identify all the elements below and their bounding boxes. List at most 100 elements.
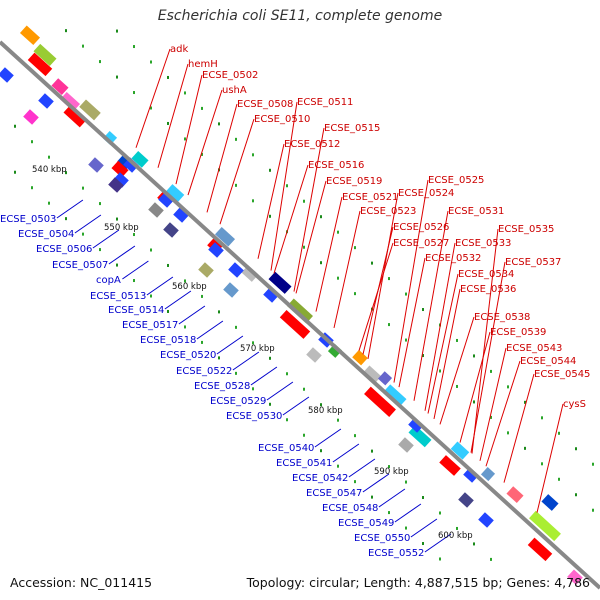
outer-leader-line: [206, 103, 238, 213]
gc-dot: [541, 416, 543, 420]
gc-dot: [31, 186, 33, 190]
gc-dot: [235, 137, 237, 141]
gc-dot: [303, 387, 305, 391]
gc-dot: [48, 155, 50, 159]
gc-dot: [116, 217, 118, 221]
gc-dot: [524, 446, 526, 450]
gene-feature: [450, 441, 470, 460]
gc-dot: [354, 292, 356, 296]
gene-feature: [163, 222, 179, 238]
inner-leader-line: [108, 245, 136, 265]
inner-leader-line: [332, 443, 360, 463]
inner-gene-label: ECSE_0547: [306, 488, 362, 499]
tick-label: 590 kbp: [374, 467, 409, 477]
inner-gene-label: ECSE_0520: [160, 350, 216, 361]
inner-gene-label: ECSE_0507: [52, 260, 108, 271]
inner-leader-line: [164, 290, 192, 310]
outer-leader-line: [459, 331, 491, 443]
gc-dot: [490, 557, 492, 561]
gc-dot: [201, 106, 203, 110]
outer-gene-label: ECSE_0502: [202, 70, 258, 81]
gene-feature: [287, 298, 313, 324]
gene-feature: [377, 371, 393, 386]
gc-dot: [303, 199, 305, 203]
gc-dot: [133, 91, 135, 95]
outer-gene-label: ECSE_0536: [460, 284, 516, 295]
gc-dot: [388, 511, 390, 515]
inner-leader-line: [232, 351, 260, 371]
gene-feature: [463, 467, 479, 483]
inner-leader-line: [74, 214, 102, 234]
gc-dot: [507, 431, 509, 435]
gc-dot: [252, 199, 254, 203]
gc-dot: [388, 323, 390, 327]
gc-dot: [439, 369, 441, 373]
inner-gene-label: ECSE_0541: [276, 458, 332, 469]
gc-dot: [303, 245, 305, 249]
inner-leader-line: [314, 428, 342, 448]
gc-dot: [422, 354, 424, 358]
gene-feature: [362, 365, 382, 384]
inner-leader-line: [266, 381, 294, 401]
outer-leader-line: [157, 63, 189, 168]
gc-dot: [354, 480, 356, 484]
outer-leader-line: [427, 273, 459, 414]
outer-gene-label: ECSE_0538: [474, 312, 530, 323]
gc-dot: [201, 294, 203, 298]
gc-dot: [371, 449, 373, 453]
gene-feature: [23, 109, 39, 125]
tick-label: 600 kbp: [438, 531, 473, 541]
inner-gene-label: ECSE_0549: [338, 518, 394, 529]
inner-leader-line: [348, 458, 376, 478]
gc-dot: [116, 75, 118, 79]
gc-dot: [150, 294, 152, 298]
gene-feature: [228, 262, 244, 278]
outer-gene-label: ECSE_0534: [458, 269, 514, 280]
gc-dot: [286, 184, 288, 188]
gc-dot: [65, 29, 67, 33]
inner-leader-line: [178, 305, 206, 325]
inner-gene-label: ECSE_0529: [210, 396, 266, 407]
inner-gene-label: ECSE_0552: [368, 548, 424, 559]
gc-dot: [218, 122, 220, 126]
gc-dot: [184, 137, 186, 141]
gc-dot: [133, 233, 135, 237]
inner-gene-labels: ECSE_0503ECSE_0504ECSE_0506ECSE_0507copA…: [0, 214, 424, 559]
outer-gene-label: adk: [170, 44, 188, 55]
gene-feature: [408, 417, 424, 433]
gene-feature: [123, 157, 139, 173]
gc-dot: [184, 279, 186, 283]
outer-leader-line: [273, 164, 309, 274]
gc-dot: [490, 415, 492, 419]
accession-label: Accession: NC_011415: [10, 575, 153, 590]
gc-dot: [167, 309, 169, 313]
inner-gene-label: ECSE_0530: [226, 411, 282, 422]
gc-dot: [388, 277, 390, 281]
inner-gene-label: ECSE_0522: [176, 366, 232, 377]
gene-feature: [27, 52, 53, 77]
outer-gene-label: ECSE_0537: [505, 257, 561, 268]
gene-feature: [63, 105, 87, 128]
gc-dot: [99, 60, 101, 64]
gene-feature: [352, 349, 368, 366]
gc-dot: [286, 372, 288, 376]
gc-dot: [201, 152, 203, 156]
outer-gene-label: ECSE_0532: [425, 253, 481, 264]
inner-leader-line: [394, 503, 422, 523]
outer-leader-line: [295, 180, 327, 294]
gene-feature: [223, 282, 239, 298]
gene-feature: [364, 386, 396, 417]
gc-dot: [48, 201, 50, 205]
gc-dot: [541, 462, 543, 466]
outer-leader-line: [270, 101, 298, 271]
gene-feature: [198, 262, 214, 278]
outer-gene-label: ECSE_0524: [398, 188, 454, 199]
gc-dot: [405, 480, 407, 484]
gene-feature: [158, 192, 174, 208]
genome-backbone: [0, 40, 600, 590]
gene-feature: [529, 510, 561, 542]
gene-feature: [51, 78, 69, 96]
outer-leader-line: [175, 74, 203, 185]
outer-gene-label: ECSE_0544: [520, 356, 576, 367]
gene-feature: [214, 226, 236, 247]
